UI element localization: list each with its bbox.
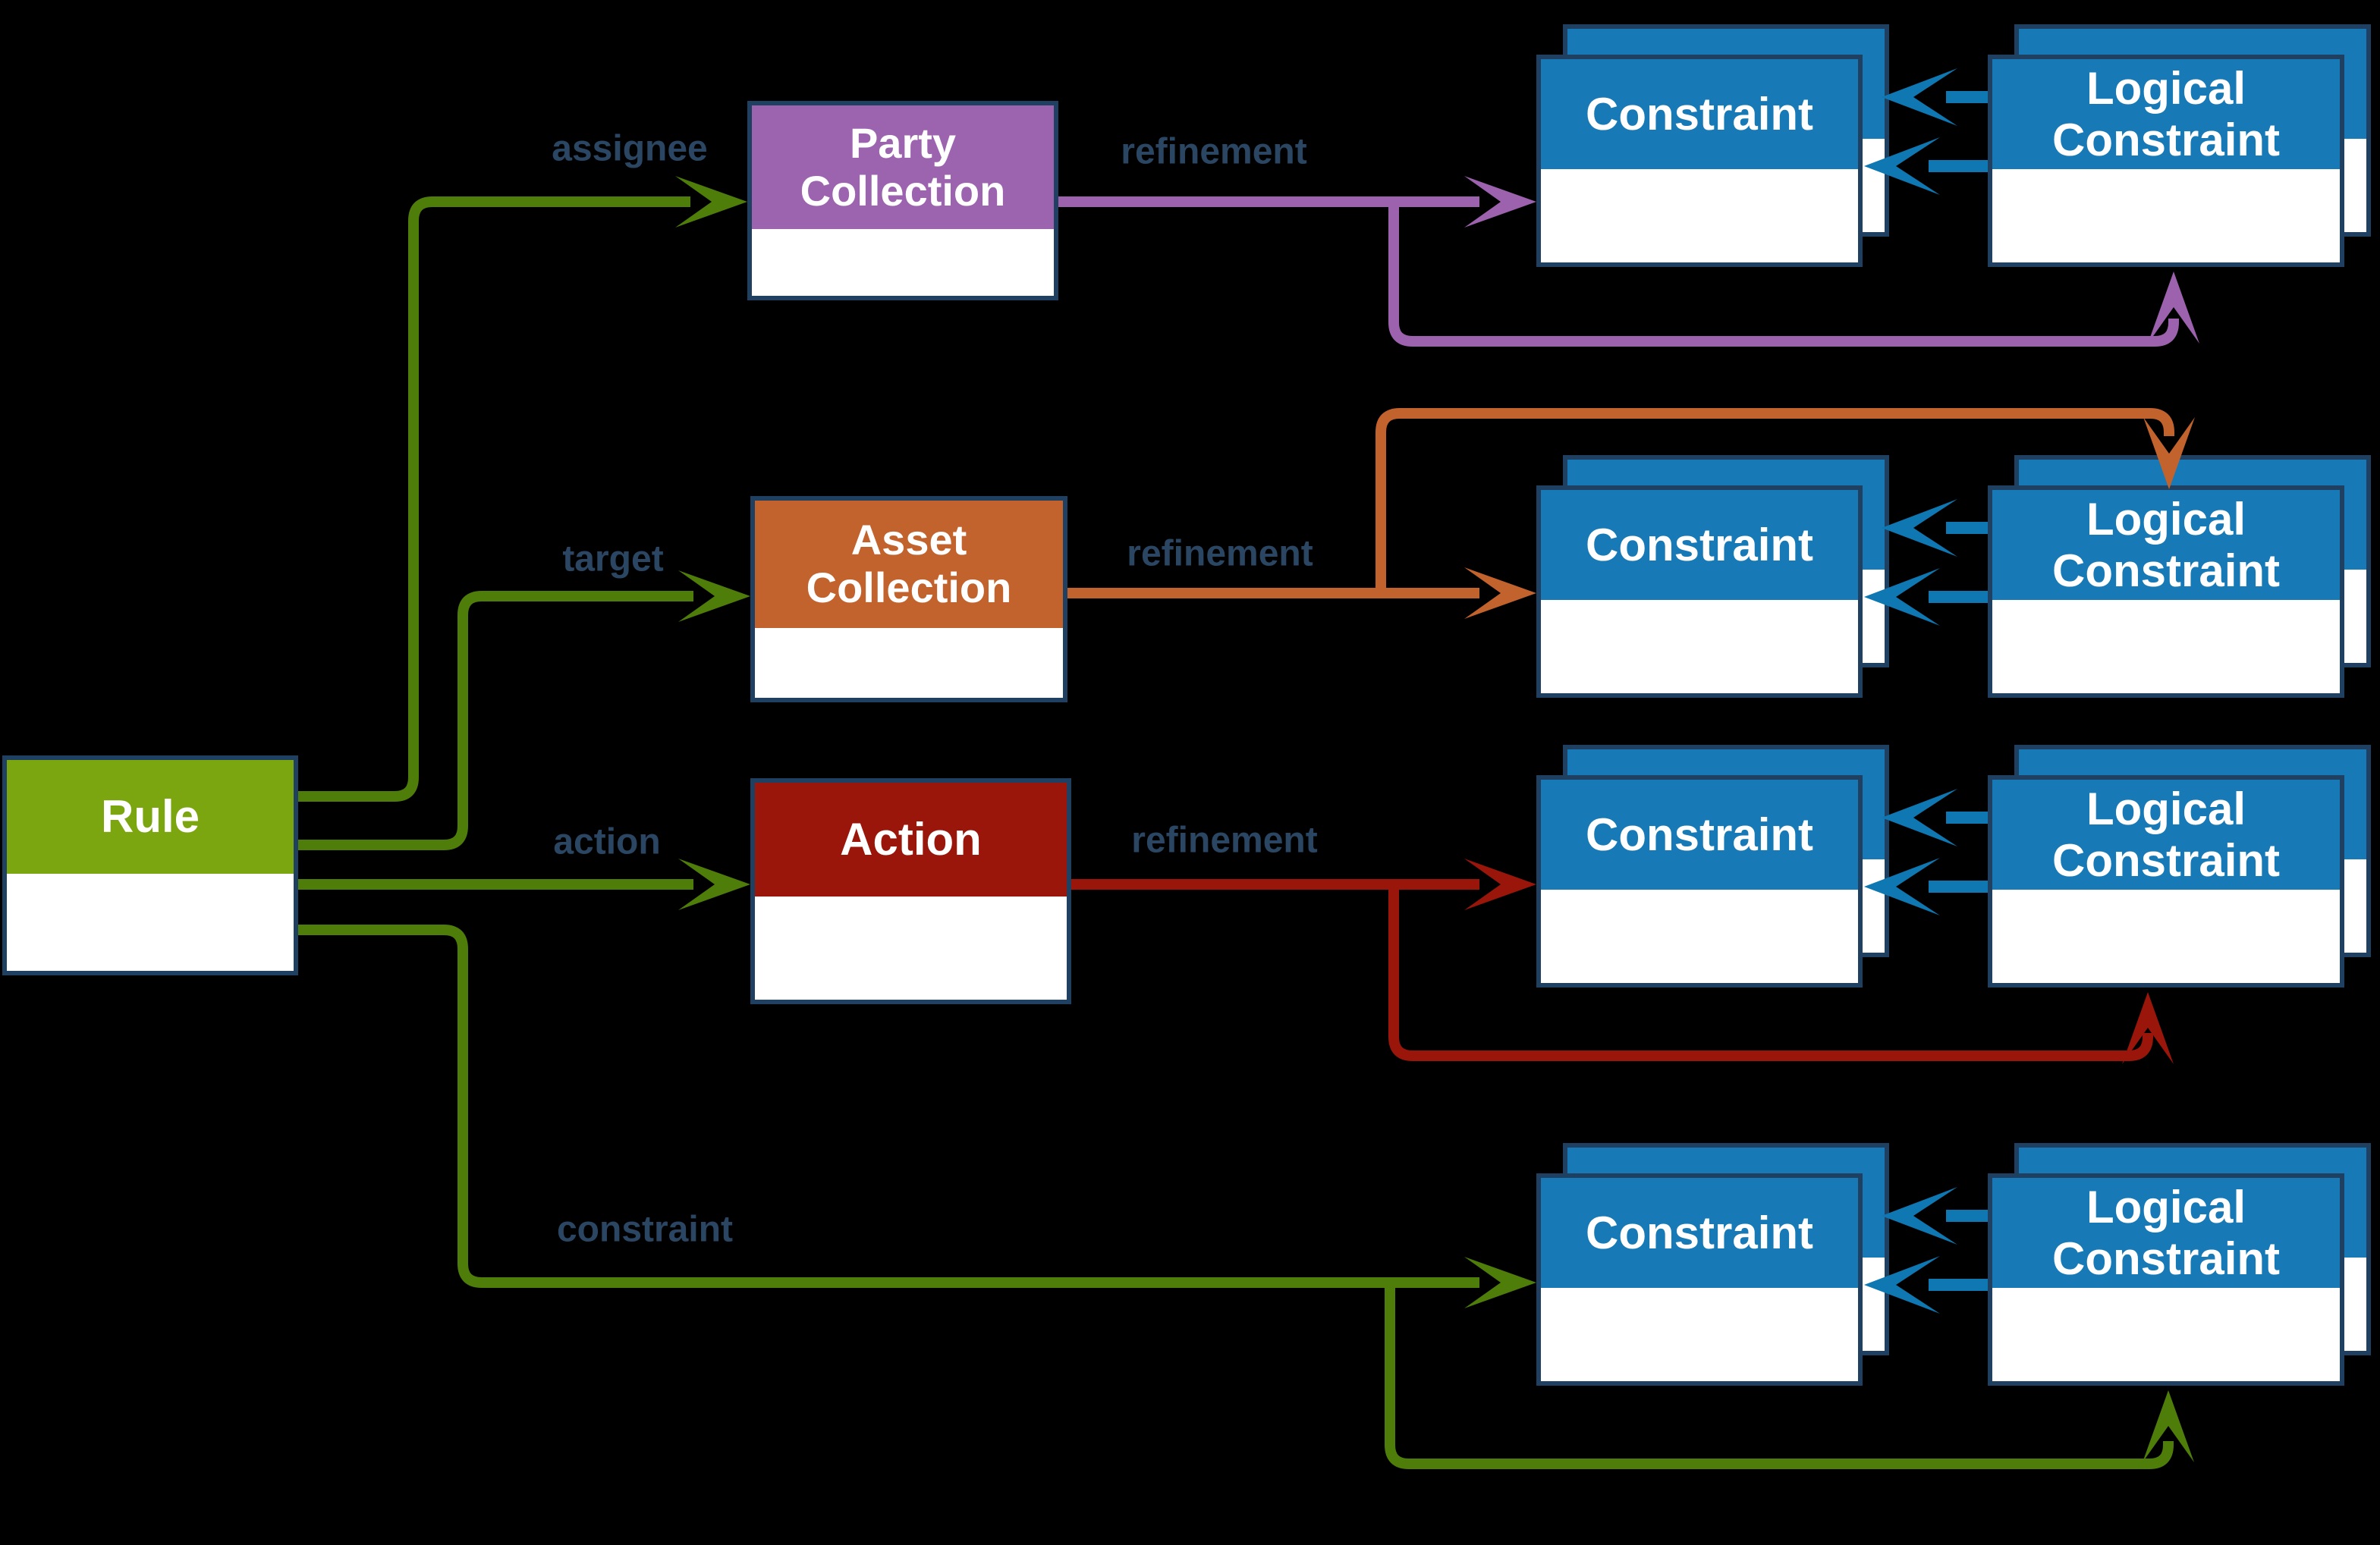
operand-arrowhead-upper-row2: [1882, 499, 1957, 557]
constraint-header: Constraint: [1541, 59, 1858, 169]
logical-constraint-node-row4: Logical Constraint: [1988, 1173, 2344, 1386]
constraint-node-row2: Constraint: [1536, 485, 1863, 698]
asset-collection-body: [755, 628, 1063, 698]
target-arrow: [298, 591, 693, 850]
party-collection-label-line2: Collection: [800, 166, 1006, 215]
refinement-party-arrowhead: [1464, 176, 1536, 228]
action-node: Action: [750, 778, 1071, 1004]
refinement-label-row1: refinement: [1121, 131, 1307, 172]
logical-constraint-node-row3: Logical Constraint: [1988, 775, 2344, 988]
party-collection-body: [752, 229, 1054, 296]
logical-constraint-label-line2: Constraint: [2052, 114, 2280, 165]
assignee-arrowhead: [675, 176, 747, 228]
action-label: Action: [840, 814, 982, 865]
asset-collection-label-line1: Asset: [850, 516, 967, 564]
assignee-label: assignee: [552, 128, 708, 169]
refinement-label-row3: refinement: [1131, 820, 1318, 861]
logical-constraint-label-line1: Logical: [2086, 1182, 2246, 1233]
refinement-action-arrowhead: [1464, 859, 1536, 910]
rule-header: Rule: [7, 760, 294, 874]
target-arrowhead: [678, 570, 750, 622]
refinement-action-branch-arrowhead: [2122, 992, 2174, 1064]
asset-collection-node: Asset Collection: [750, 496, 1067, 702]
rule-label: Rule: [100, 791, 200, 843]
logical-constraint-header: Logical Constraint: [1992, 490, 2340, 600]
logical-constraint-label-line1: Logical: [2086, 494, 2246, 545]
constraint-header: Constraint: [1541, 780, 1858, 890]
party-collection-header: Party Collection: [752, 105, 1054, 229]
constraint-node-row4: Constraint: [1536, 1173, 1863, 1386]
constraint-body: [1541, 169, 1858, 262]
assignee-arrow: [298, 196, 690, 802]
operand-arrowhead-upper-row4: [1882, 1187, 1957, 1245]
logical-constraint-body: [1992, 1288, 2340, 1381]
constraint-label: Constraint: [1586, 809, 1813, 860]
party-collection-node: Party Collection: [747, 101, 1058, 300]
constraint-label: Constraint: [1586, 1207, 1813, 1258]
logical-constraint-node-row2: Logical Constraint: [1988, 485, 2344, 698]
constraint-body: [1541, 1288, 1858, 1381]
logical-constraint-header: Logical Constraint: [1992, 59, 2340, 169]
party-collection-label-line1: Party: [849, 118, 957, 167]
constraint-body: [1541, 890, 1858, 983]
operand-arrowhead-upper-row3: [1882, 789, 1957, 846]
rule-body: [7, 874, 294, 971]
logical-constraint-label-line1: Logical: [2086, 63, 2246, 115]
action-header: Action: [755, 783, 1067, 897]
asset-collection-header: Asset Collection: [755, 501, 1063, 628]
logical-constraint-header: Logical Constraint: [1992, 780, 2340, 890]
action-edge-label: action: [553, 821, 661, 862]
operand-arrowhead-upper-row1: [1882, 68, 1957, 126]
constraint-label: Constraint: [1586, 88, 1813, 140]
logical-constraint-label-line2: Constraint: [2052, 1233, 2280, 1284]
constraint-node-row3: Constraint: [1536, 775, 1863, 988]
refinement-asset-arrowhead: [1464, 567, 1536, 619]
constraint-edge-label: constraint: [556, 1209, 734, 1250]
constraint-body: [1541, 600, 1858, 693]
logical-constraint-body: [1992, 890, 2340, 983]
logical-constraint-label-line2: Constraint: [2052, 834, 2280, 886]
constraint-header: Constraint: [1541, 1178, 1858, 1288]
constraint-node-row1: Constraint: [1536, 55, 1863, 267]
asset-collection-label-line2: Collection: [806, 564, 1012, 611]
target-label: target: [562, 539, 664, 579]
logical-constraint-label-line2: Constraint: [2052, 545, 2280, 596]
constraint-branch-arrowhead: [2143, 1390, 2194, 1462]
logical-constraint-label-line1: Logical: [2086, 783, 2246, 835]
action-body: [755, 897, 1067, 1000]
action-arrowhead: [678, 859, 750, 910]
refinement-label-row2: refinement: [1127, 533, 1313, 574]
logical-constraint-node-row1: Logical Constraint: [1988, 55, 2344, 267]
constraint-header: Constraint: [1541, 490, 1858, 600]
constraint-label: Constraint: [1586, 519, 1813, 570]
logical-constraint-body: [1992, 169, 2340, 262]
logical-constraint-header: Logical Constraint: [1992, 1178, 2340, 1288]
logical-constraint-body: [1992, 600, 2340, 693]
refinement-party-branch-arrowhead: [2148, 272, 2199, 344]
rule-node: Rule: [2, 755, 298, 975]
constraint-arrowhead: [1464, 1257, 1536, 1308]
